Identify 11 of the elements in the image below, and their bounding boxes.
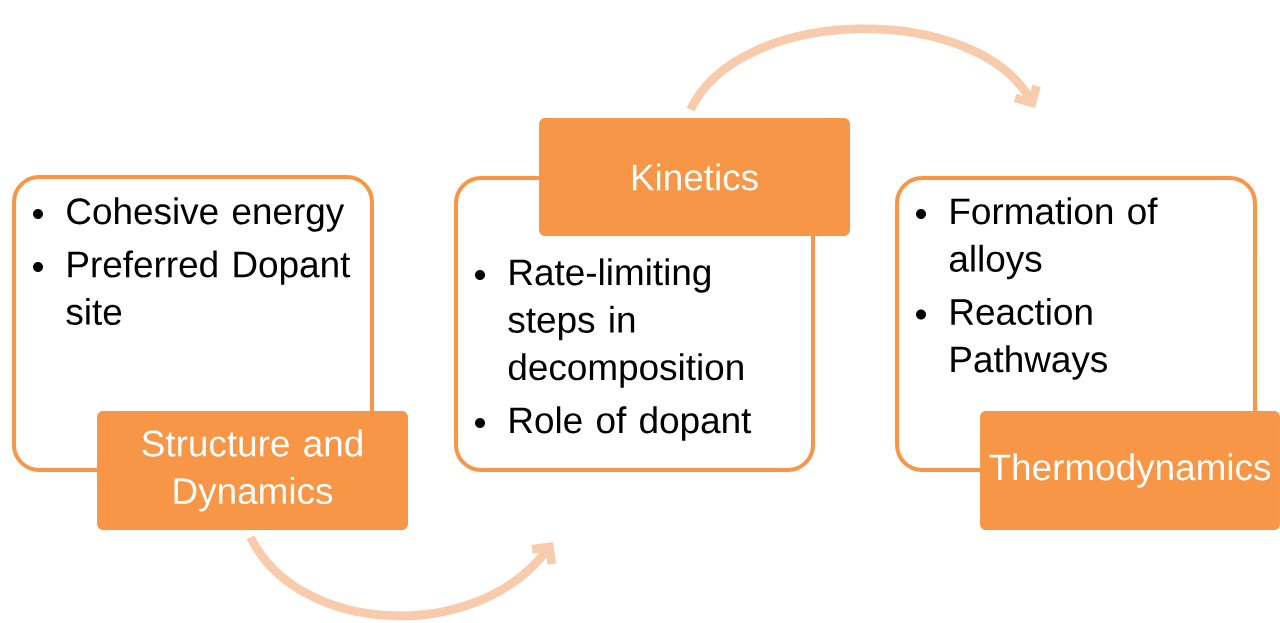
title-box: Structure and Dynamics: [97, 411, 408, 530]
bullet-item: Rate-limiting steps in decomposition: [475, 258, 743, 388]
bullet-item: Preferred Dopant site: [33, 250, 351, 325]
bullet-item: Reaction Pathways: [916, 297, 1107, 380]
title-box: Kinetics: [539, 118, 850, 236]
curved-arrow: [686, 24, 1041, 113]
bullet-item: Cohesive energy: [33, 197, 345, 232]
title-box: Thermodynamics: [980, 411, 1280, 530]
bullet-item: Formation of alloys: [916, 197, 1158, 280]
bullet-item: Role of dopant: [475, 406, 752, 441]
curved-arrow: [246, 534, 557, 621]
